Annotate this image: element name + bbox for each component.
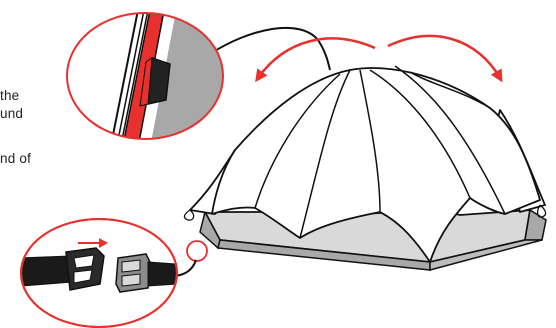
tent-seams [254, 65, 506, 239]
instruction-text-line-1: the [0, 88, 20, 103]
tent-stake-loops [183, 204, 547, 221]
pole-clip-detail [66, 12, 224, 140]
buckle-detail [20, 218, 178, 328]
zoom-connector-line [209, 27, 331, 71]
arrow-right-icon [78, 238, 108, 248]
instruction-text-line-3: nd of [0, 151, 32, 166]
rotate-left-arrow [255, 37, 376, 83]
rotate-right-arrow [387, 34, 503, 83]
buckle-attachment-point [186, 240, 208, 262]
instruction-text-line-2: und [0, 106, 24, 121]
buckle-icon [65, 247, 105, 291]
tent-floor [199, 208, 547, 271]
